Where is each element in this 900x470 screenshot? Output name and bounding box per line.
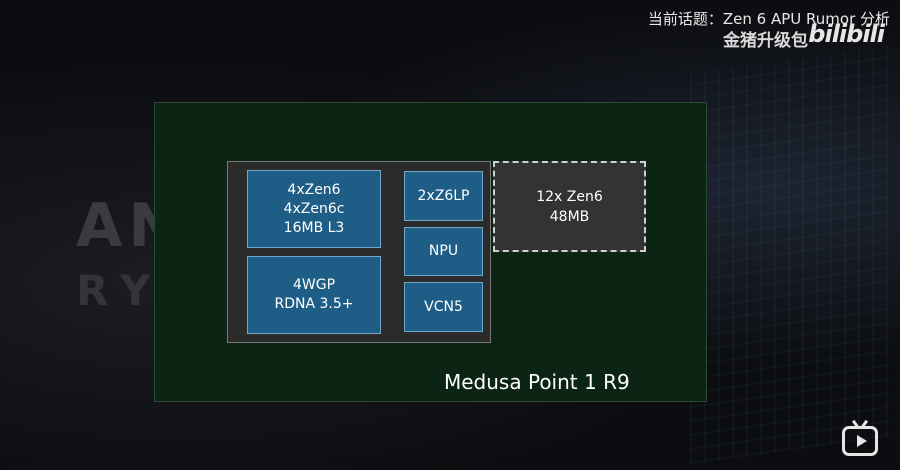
npu-block: NPU	[404, 227, 483, 276]
block-line: RDNA 3.5+	[274, 296, 354, 312]
block-line: 2xZ6LP	[417, 187, 470, 204]
block-line: 12x Zen6	[536, 188, 603, 205]
channel-name: 金猪升级包	[723, 31, 808, 51]
play-icon	[857, 435, 867, 447]
vcn-block: VCN5	[404, 282, 483, 332]
block-line: 4xZen6	[287, 181, 341, 198]
topic-overlay: 当前话题：Zen 6 APU Rumor 分析	[647, 10, 890, 28]
external-ccd-block: 12x Zen6 48MB	[493, 161, 646, 252]
block-line: NPU	[428, 243, 459, 259]
block-line: 16MB L3	[283, 219, 345, 236]
block-line: 4xZen6c	[283, 200, 345, 217]
background-laptop-image	[690, 45, 890, 465]
background-brand-subtext: RY	[76, 266, 165, 315]
block-line: VCN5	[424, 298, 463, 315]
gpu-block: 4WGP RDNA 3.5+	[247, 256, 381, 334]
bilibili-logo: bilibili	[808, 20, 885, 48]
package-label: Medusa Point 1 R9	[444, 370, 630, 394]
low-power-core-block: 2xZ6LP	[404, 171, 483, 221]
block-line: 48MB	[549, 208, 590, 225]
block-line: 4WGP	[292, 277, 336, 293]
cpu-cluster-block: 4xZen6 4xZen6c 16MB L3	[247, 170, 381, 248]
tv-icon[interactable]	[842, 426, 878, 456]
